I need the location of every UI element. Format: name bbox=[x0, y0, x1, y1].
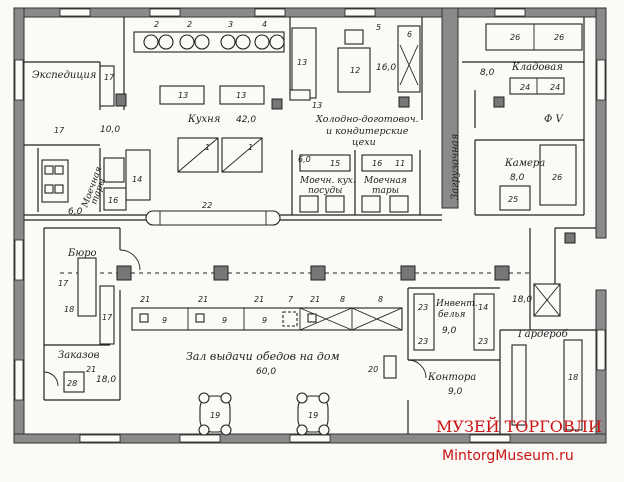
watermark-line1: МУЗЕЙ ТОРГОВЛИ bbox=[436, 416, 602, 436]
eq-num-13c: 13 bbox=[236, 91, 246, 100]
eq-num-21b: 21 bbox=[198, 295, 208, 304]
eq-num-26a: 26 bbox=[510, 33, 520, 42]
label-wash-dishes-2: посуды bbox=[308, 186, 343, 196]
label-hall: Зал выдачи обедов на дом bbox=[186, 350, 340, 363]
label-wardrobe: Гардероб bbox=[517, 329, 569, 340]
eq-num-13d: 13 bbox=[312, 101, 322, 110]
eq-num-9c: 9 bbox=[262, 316, 267, 325]
eq-num-11: 11 bbox=[395, 159, 405, 168]
label-linen-1: Инвент. bbox=[435, 299, 478, 309]
area-expedition: 10,0 bbox=[100, 125, 120, 135]
eq-num-23b: 23 bbox=[418, 337, 428, 346]
area-wardrobe: 18,0 bbox=[512, 295, 532, 305]
label-phi: Ф V bbox=[544, 114, 564, 125]
eq-num-20: 20 bbox=[368, 365, 378, 374]
eq-num-16a: 16 bbox=[108, 196, 118, 205]
eq-num-19b: 19 bbox=[308, 411, 318, 420]
watermark: МУЗЕЙ ТОРГОВЛИ MintorgMuseum.ru bbox=[436, 416, 602, 464]
area-chamber: 8,0 bbox=[510, 173, 525, 183]
eq-num-15: 15 bbox=[330, 159, 340, 168]
eq-num-18b: 18 bbox=[568, 373, 578, 382]
label-linen-2: белья bbox=[438, 309, 465, 320]
eq-num-19a: 19 bbox=[210, 411, 220, 420]
label-wash-tare-right-1: Моечная bbox=[363, 176, 407, 186]
eq-num-3: 3 bbox=[228, 20, 233, 29]
eq-num-7: 7 bbox=[288, 295, 294, 304]
storage-equipment bbox=[413, 23, 583, 431]
eq-num-28: 28 bbox=[67, 379, 77, 388]
partitions bbox=[24, 17, 596, 434]
label-wash-tare-right-2: тары bbox=[372, 186, 399, 196]
eq-num-17a: 17 bbox=[104, 73, 115, 82]
area-orders: 18,0 bbox=[96, 375, 116, 385]
eq-num-2: 2 bbox=[154, 20, 159, 29]
eq-num-21c: 21 bbox=[254, 295, 264, 304]
label-wash-dishes-1: Моечн. кух. bbox=[299, 176, 356, 186]
eq-num-8b: 8 bbox=[378, 295, 383, 304]
eq-num-22: 22 bbox=[202, 201, 212, 210]
eq-num-21e: 21 bbox=[86, 365, 96, 374]
label-chamber: Камера bbox=[504, 158, 545, 169]
eq-num-9a: 9 bbox=[162, 316, 167, 325]
eq-num-1b: 1 bbox=[248, 143, 253, 152]
eq-num-1a: 1 bbox=[205, 143, 210, 152]
label-cold-shop-1: Холодно-доготовоч. bbox=[315, 114, 419, 125]
eq-num-26b: 26 bbox=[554, 33, 564, 42]
eq-num-8a: 8 bbox=[340, 295, 345, 304]
eq-num-24a: 24 bbox=[520, 83, 530, 92]
eq-num-17c: 17 bbox=[58, 279, 69, 288]
eq-num-2b: 2 bbox=[187, 20, 192, 29]
eq-num-24b: 24 bbox=[550, 83, 560, 92]
eq-num-12: 12 bbox=[350, 66, 360, 75]
eq-num-26c: 26 bbox=[552, 173, 562, 182]
eq-num-17b: 17 bbox=[54, 126, 65, 135]
watermark-line2: MintorgMuseum.ru bbox=[442, 448, 574, 464]
label-kitchen: Кухня bbox=[187, 114, 220, 125]
area-hall: 60,0 bbox=[256, 367, 276, 377]
eq-num-23c: 23 bbox=[478, 337, 488, 346]
eq-num-17d: 17 bbox=[102, 313, 113, 322]
eq-num-6: 6 bbox=[407, 30, 412, 39]
label-expedition: Экспедиция bbox=[32, 70, 96, 81]
label-storeroom: Кладовая bbox=[511, 62, 563, 73]
eq-num-4: 4 bbox=[262, 20, 267, 29]
eq-num-9b: 9 bbox=[222, 316, 227, 325]
area-wash-tare-left: 6,0 bbox=[68, 207, 83, 217]
eq-num-23a: 23 bbox=[418, 303, 428, 312]
eq-num-25: 25 bbox=[508, 195, 518, 204]
cold-shop-equipment bbox=[289, 25, 421, 213]
eq-num-21a: 21 bbox=[140, 295, 150, 304]
area-wash-dishes: 6,0 bbox=[298, 155, 311, 164]
eq-num-14a: 14 bbox=[132, 175, 142, 184]
kitchen-equipment bbox=[41, 31, 285, 226]
outer-walls bbox=[13, 7, 607, 444]
eq-num-13b: 13 bbox=[178, 91, 188, 100]
eq-num-5: 5 bbox=[376, 23, 381, 32]
label-loading: Загрузочная bbox=[450, 134, 461, 200]
area-storeroom: 8,0 bbox=[480, 68, 495, 78]
eq-num-18a: 18 bbox=[64, 305, 74, 314]
eq-num-21d: 21 bbox=[310, 295, 320, 304]
label-cold-shop-3: цехи bbox=[352, 137, 376, 148]
label-cold-shop-2: и кондитерские bbox=[326, 126, 409, 137]
area-office: 9,0 bbox=[448, 387, 463, 397]
area-cold-shop: 16,0 bbox=[376, 63, 396, 73]
hall-equipment bbox=[43, 249, 427, 436]
eq-num-13a: 13 bbox=[297, 58, 307, 67]
eq-num-14b: 14 bbox=[478, 303, 488, 312]
area-linen: 9,0 bbox=[442, 326, 457, 336]
equipment-numbers: 2 2 3 4 5 6 13 12 13 13 13 17 17 1 1 14 … bbox=[54, 20, 578, 420]
area-kitchen: 42,0 bbox=[236, 115, 256, 125]
label-office: Контора bbox=[427, 372, 476, 383]
label-orders: Заказов bbox=[58, 350, 100, 361]
label-bureau: Бюро bbox=[67, 248, 97, 259]
eq-num-16b: 16 bbox=[372, 159, 382, 168]
